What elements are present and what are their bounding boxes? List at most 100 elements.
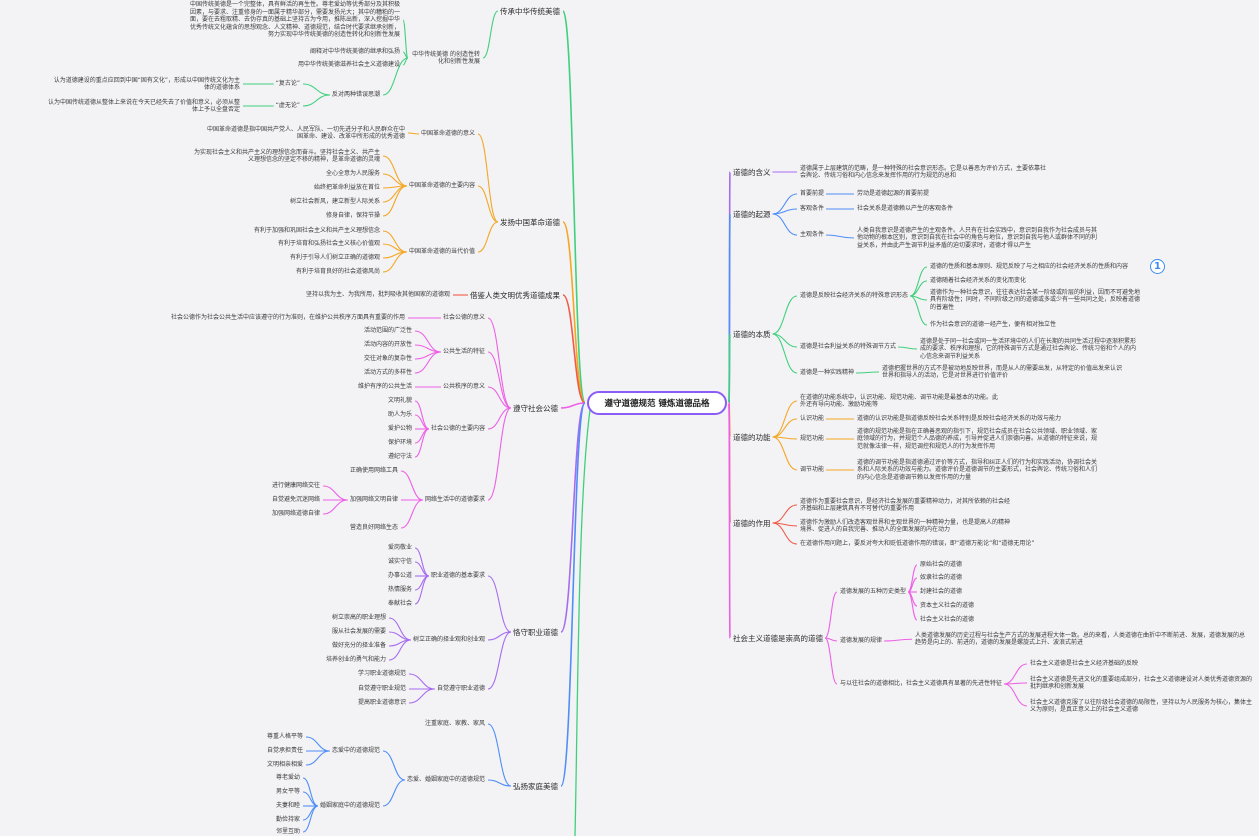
subtopic-node[interactable]: 在道德作用问题上，要反对夸大和贬低道德作用的错误，即“道德万能论”和“道德无用论…	[800, 540, 1035, 548]
leaf-node[interactable]: 婚姻家庭中的道德规范	[319, 802, 380, 810]
leaf-node[interactable]: 阐释对中华传统美德的继承和弘扬	[309, 48, 400, 56]
subtopic-node[interactable]: 中国革命道德的当代价值	[408, 248, 475, 256]
leaf-node[interactable]: 道德是处于同一社会或同一生活环境中的人们在长期的共同生活过程中逐渐积累形成的要求…	[920, 337, 1137, 360]
subtopic-node[interactable]: 认识功能	[800, 415, 825, 423]
leaf-node[interactable]: 树立崇高的职业理想	[331, 614, 386, 622]
leaf-node[interactable]: 维护有序的公共生活	[357, 383, 412, 391]
leaf-node[interactable]: 社会主义社会的道德	[920, 616, 975, 624]
leaf-node[interactable]: 认为中国传统道德从整体上来说在今天已经失去了价值和意义，必须从整体上予以全盘否定	[48, 98, 241, 114]
subtopic-node[interactable]: 坚持以我为主、为我所用，批判吸收其他国家的道德观	[305, 291, 450, 299]
leaf-node[interactable]: 修身自律，保持节操	[325, 212, 380, 220]
leaf-node[interactable]: 诚实守信	[387, 558, 412, 566]
leaf-node[interactable]: 文明相亲相爱	[266, 761, 303, 769]
leaf-node[interactable]: 奴隶社会的道德	[920, 574, 963, 582]
leaf-node[interactable]: 劳动是道德起源的首要前提	[857, 190, 930, 198]
leaf-node[interactable]: 提高职业道德意识	[357, 699, 406, 707]
leaf-node[interactable]: 人类道德发展的历史过程与社会生产方式的发展进程大体一致。总的来看，人类道德在曲折…	[915, 631, 1246, 647]
leaf-node[interactable]: 道德的规范功能是指在正确善恶观的指引下，规范社会成员在社会公共领域、职业领域、家…	[857, 427, 1098, 450]
main-branch-topic[interactable]: 道德的本质	[733, 329, 771, 339]
leaf-node[interactable]: 遵纪守法	[387, 453, 412, 461]
subtopic-node[interactable]: 网络生活中的道德要求	[424, 496, 485, 504]
leaf-node[interactable]: 封建社会的道德	[920, 588, 963, 596]
leaf-node[interactable]: 社会主义道德克服了以往阶级社会道德的局限性，坚持以为人民服务为核心，集体主义为原…	[1030, 698, 1253, 714]
leaf-node[interactable]: 邻里互助	[275, 828, 300, 836]
leaf-node[interactable]: 用中华传统美德滋养社会主义道德建设	[297, 61, 400, 69]
main-branch-topic[interactable]: 借鉴人类文明优秀道德成果	[470, 290, 560, 300]
subtopic-node[interactable]: 道德是社会利益关系的特殊调节方式	[800, 343, 897, 351]
leaf-node[interactable]: 社会主义道德是社会主义经济基础的反映	[1030, 660, 1139, 668]
leaf-node[interactable]: 正确使用网络工具	[349, 467, 398, 475]
leaf-node[interactable]: 道德随着社会经济关系的变化而变化	[930, 277, 1027, 285]
subtopic-node[interactable]: 恋爱、婚姻家庭中的道德规范	[406, 776, 485, 784]
main-branch-topic[interactable]: 道德的作用	[733, 518, 771, 528]
leaf-node[interactable]: 男女平等	[275, 788, 300, 796]
leaf-node[interactable]: 反对两种错误思潮	[331, 91, 380, 99]
leaf-node[interactable]: 有利于培育和弘扬社会主义核心价值观	[277, 240, 380, 248]
subtopic-node[interactable]: 客观条件	[800, 205, 825, 213]
subtopic-node[interactable]: 与以往社会的道德相比，社会主义道德具有显著的先进性特征	[840, 680, 1003, 688]
main-branch-topic[interactable]: 遵守社会公德	[513, 403, 558, 413]
leaf-node[interactable]: 活动方式的多样性	[363, 369, 412, 377]
leaf-node[interactable]: 学习职业道德规范	[357, 670, 406, 678]
leaf-node[interactable]: 自觉遵守职业规范	[357, 685, 406, 693]
leaf-node[interactable]: 认为道德建设的重点应回到中国“固有文化”，形成以中国传统文化为主体的道德体系	[53, 76, 240, 92]
leaf-node[interactable]: 培养创业的勇气和能力	[325, 656, 386, 664]
subtopic-node[interactable]: 公共秩序的意义	[442, 383, 485, 391]
leaf-node[interactable]: 爱护公物	[387, 425, 412, 433]
subtopic-node[interactable]: 道德是反映社会经济关系的特殊意识形态	[800, 292, 909, 300]
leaf-node[interactable]: 奉献社会	[387, 600, 412, 608]
leaf-node[interactable]: 道德的认识功能是指道德反映社会关系特别是反映社会经济关系的功效与能力	[857, 415, 1062, 423]
subtopic-node[interactable]: 道德是一种实践精神	[800, 369, 855, 377]
subtopic-node[interactable]: 中华传统美德 的创造性转化和创新性发展	[412, 50, 480, 66]
leaf-node[interactable]: 活动范围的广泛性	[363, 327, 412, 335]
leaf-node[interactable]: 进行健康网络交往	[271, 482, 320, 490]
leaf-node[interactable]: 中国传统美德是一个完整体，具有鲜活的再生性。尊老爱幼等优秀部分及其积极因素，与要…	[189, 1, 400, 39]
leaf-node[interactable]: 尊老爱幼	[275, 774, 300, 782]
subtopic-node[interactable]: 中国革命道德的意义	[420, 130, 475, 138]
leaf-node[interactable]: 文明礼貌	[387, 397, 412, 405]
leaf-node[interactable]: 道德的调节功能是指道德通过评价等方式，指导和纠正人们的行为和实践活动，协调社会关…	[857, 458, 1098, 481]
main-branch-topic[interactable]: 发扬中国革命道德	[500, 217, 560, 227]
subtopic-node[interactable]: 主观条件	[800, 231, 825, 239]
leaf-node[interactable]: 道德的性质和基本原则、规范反映了与之相应的社会经济关系的性质和内容	[930, 263, 1129, 271]
leaf-node[interactable]: 自觉承担责任	[266, 747, 303, 755]
subtopic-node[interactable]: 中国革命道德的主要内容	[408, 182, 475, 190]
leaf-node[interactable]: 交往对象的复杂性	[363, 355, 412, 363]
subtopic-node[interactable]: 调节功能	[800, 466, 825, 474]
main-branch-topic[interactable]: 恪守职业道德	[513, 627, 558, 637]
subtopic-node[interactable]: 社会公德的意义	[442, 314, 485, 322]
leaf-node[interactable]: 加强网络文明自律	[349, 496, 398, 504]
subtopic-node[interactable]: 道德作为激励人们改造客观世界和主观世界的一种精神力量，也是提高人的精神境界、促进…	[800, 518, 1011, 534]
leaf-node[interactable]: 资本主义社会的道德	[920, 602, 975, 610]
subtopic-node[interactable]: 首要前提	[800, 190, 825, 198]
leaf-node[interactable]: 保护环境	[387, 439, 412, 447]
leaf-node[interactable]: 全心全意为人民服务	[325, 170, 380, 178]
subtopic-node[interactable]: 道德发展的规律	[840, 637, 883, 645]
leaf-node[interactable]: 加强网络道德自律	[271, 510, 320, 518]
leaf-node[interactable]: 夫妻和睦	[275, 802, 300, 810]
subtopic-node[interactable]: 树立正确的择业观和创业观	[412, 636, 485, 644]
subtopic-node[interactable]: 在道德的功能系统中，认识功能、规范功能、调节功能是最基本的功能。此外还有导向功能…	[800, 393, 999, 409]
leaf-node[interactable]: 助人为乐	[387, 411, 412, 419]
leaf-node[interactable]: 有利于加强和巩固社会主义和共产主义理想信念	[253, 227, 380, 235]
leaf-node[interactable]: “复古论”	[275, 80, 300, 88]
main-branch-topic[interactable]: 道德的功能	[733, 432, 771, 442]
leaf-node[interactable]: 人类自我意识是道德产生的主观条件。人只有在社会实践中，意识到自我作为社会成员与其…	[857, 226, 1098, 249]
leaf-node[interactable]: 社会主义道德是先进文化的重要组成部分，社会主义道德建设对人类优秀道德资源的批判继…	[1030, 675, 1253, 691]
leaf-node[interactable]: 热情服务	[387, 586, 412, 594]
subtopic-node[interactable]: 公共生活的特征	[442, 348, 485, 356]
leaf-node[interactable]: 自觉避免沉迷网络	[271, 496, 320, 504]
subtopic-node[interactable]: 道德发展的五种历史类型	[840, 588, 907, 596]
leaf-node[interactable]: 道德作为一种社会意识，往往表达社会某一阶级或阶层的利益，因而不可避免地具有阶级性…	[930, 288, 1141, 311]
leaf-node[interactable]: 活动内容的开放性	[363, 341, 412, 349]
main-branch-topic[interactable]: 道德的起源	[733, 209, 771, 219]
leaf-node[interactable]: 尊重人格平等	[266, 733, 303, 741]
leaf-node[interactable]: 办事公道	[387, 572, 412, 580]
leaf-node[interactable]: 营造良好网络生态	[349, 524, 398, 532]
main-branch-topic[interactable]: 道德的含义	[733, 167, 771, 177]
leaf-node[interactable]: 为实现社会主义和共产主义的理想信念而奋斗。坚持社会主义、共产主义理想信念的坚定不…	[193, 148, 380, 164]
leaf-node[interactable]: 作为社会意识的道德一经产生，便有相对独立性	[930, 321, 1057, 329]
leaf-node[interactable]: 爱岗敬业	[387, 544, 412, 552]
leaf-node[interactable]: 树立社会新风，建立新型人际关系	[289, 198, 380, 206]
central-topic[interactable]: 遵守道德规范 锤炼道德品格	[587, 391, 727, 415]
